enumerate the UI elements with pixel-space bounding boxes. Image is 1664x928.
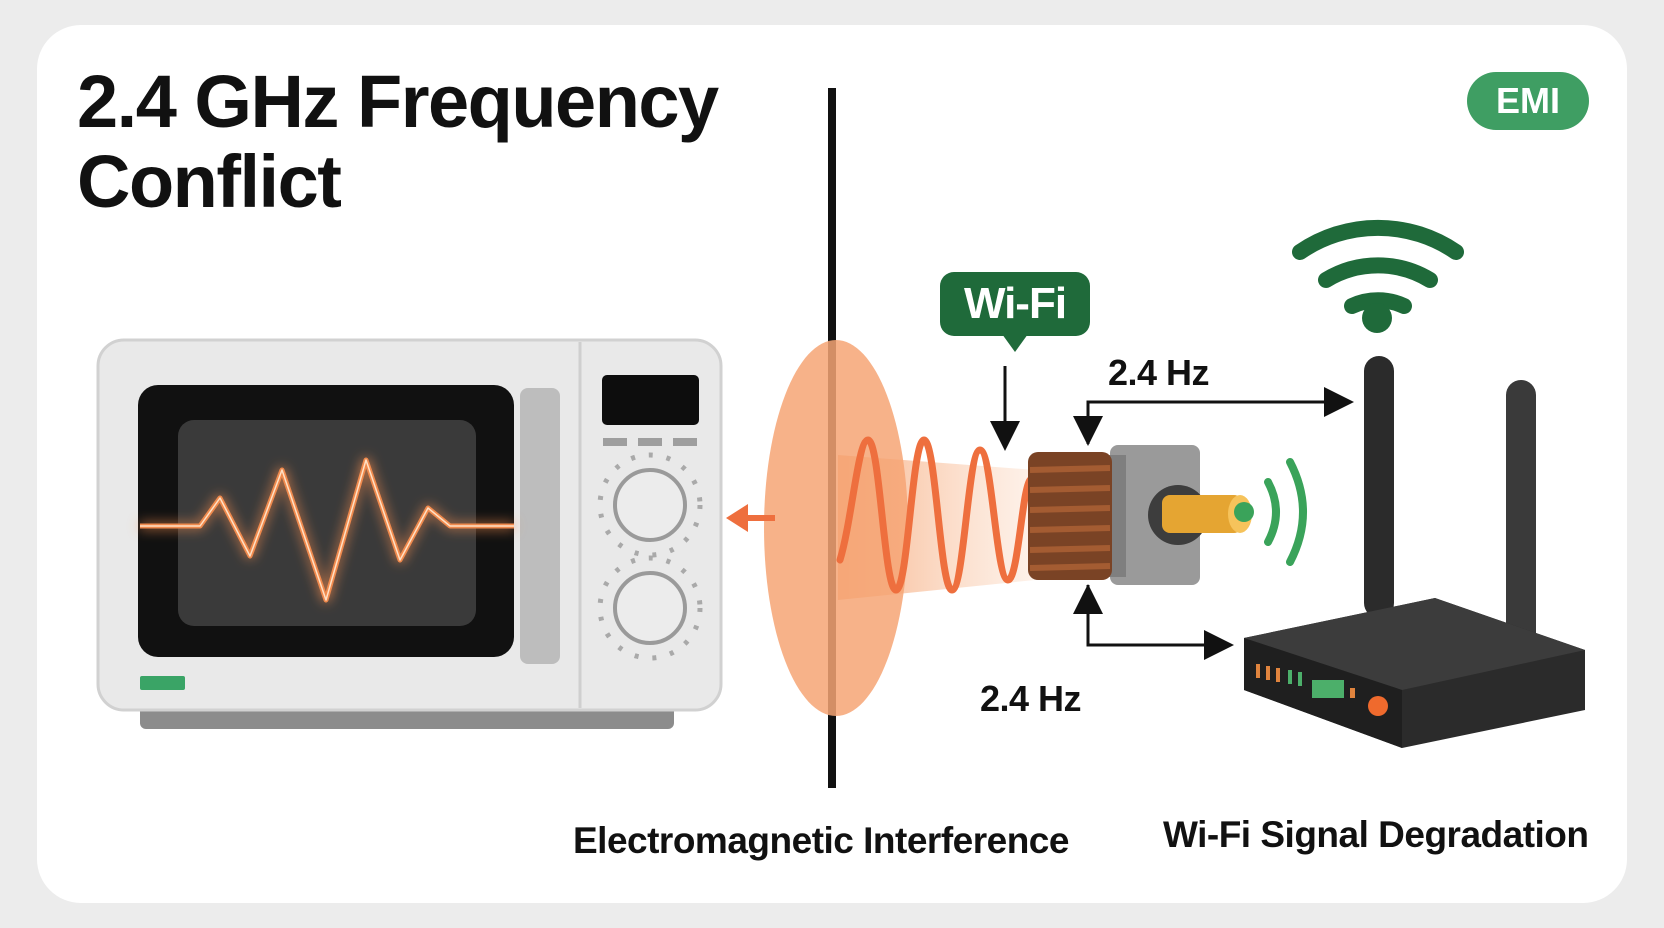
page-title: 2.4 GHz Frequency Conflict: [77, 60, 719, 223]
caption-degradation: Wi-Fi Signal Degradation: [1163, 814, 1589, 855]
emi-badge: EMI: [1467, 72, 1589, 130]
motor-coil-icon: [1028, 445, 1307, 585]
caption-interference: Electromagnetic Interference: [573, 820, 1069, 861]
wifi-label-tag: Wi-Fi: [940, 272, 1090, 352]
frequency-label-top: 2.4 Hz: [1108, 352, 1210, 393]
wifi-signal-icon: [1292, 219, 1464, 333]
frequency-arrows: [990, 366, 1354, 660]
microwave-icon: [96, 338, 723, 729]
frequency-label-bottom: 2.4 Hz: [980, 678, 1082, 719]
interference-wave-icon: [726, 340, 1035, 716]
router-icon: [1244, 356, 1585, 748]
